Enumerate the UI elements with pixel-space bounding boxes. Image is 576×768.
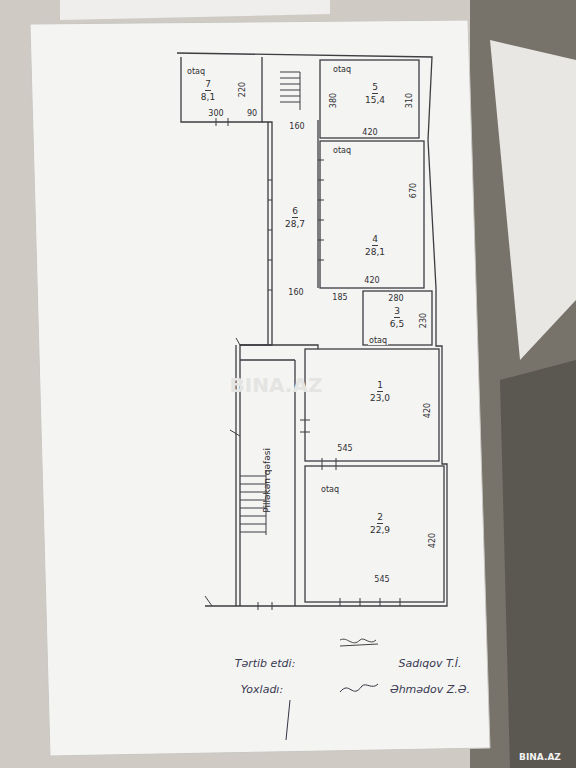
dimension: 185	[331, 293, 348, 302]
signature-label: Yoxladı:	[241, 683, 283, 696]
dimension: 160	[287, 288, 304, 297]
room-5: 515,4	[340, 76, 410, 110]
room-1: 123,0	[340, 374, 420, 408]
room-4: 428,1	[340, 228, 410, 262]
signature-name: Sadıqov T.İ.	[398, 657, 461, 670]
dimension: 90	[246, 109, 258, 118]
room-label: otaq	[320, 485, 340, 494]
room-label: otaq	[368, 336, 388, 345]
room-label: otaq	[332, 65, 352, 74]
room-3: 36,5	[380, 300, 414, 334]
room-number: 3	[394, 305, 400, 318]
room-name: Pilləkən qəfəsi	[261, 448, 273, 513]
room-number: 7	[205, 78, 211, 91]
room-number: 2	[377, 511, 383, 524]
dimension: 420	[363, 276, 380, 285]
staircase: Pilləkən qəfəsi	[242, 420, 292, 540]
dimension: 420	[429, 531, 438, 548]
signature-label: Tərtib etdi:	[235, 657, 296, 670]
watermark: BINA.AZ	[230, 373, 323, 397]
room-label: otaq	[332, 146, 352, 155]
dimension: 545	[336, 444, 353, 453]
room-area: 8,1	[201, 91, 215, 103]
dimension: 230	[420, 311, 429, 328]
room-2: 222,9	[340, 506, 420, 540]
room-label: otaq	[186, 67, 206, 76]
room-area: 23,0	[370, 392, 390, 404]
room-area: 28,1	[365, 246, 385, 258]
room-area: 15,4	[365, 94, 385, 106]
room-number: 5	[372, 81, 378, 94]
room-area: 28,7	[285, 218, 305, 230]
room-area: 6,5	[390, 318, 404, 330]
room-number: 1	[377, 379, 383, 392]
dimension: 220	[239, 80, 248, 97]
room-7: 78,1	[188, 74, 228, 106]
signature-name: Əhmədov Z.Ə.	[390, 683, 470, 696]
corridor-6: 628,7	[274, 200, 316, 234]
dimension: 380	[330, 91, 339, 108]
room-number: 6	[292, 205, 298, 218]
dimension: 310	[406, 91, 415, 108]
watermark: BINA.AZ	[519, 752, 561, 762]
dimension: 280	[387, 294, 404, 303]
dimension: 420	[424, 401, 433, 418]
dimension: 300	[207, 109, 224, 118]
dimension: 160	[288, 122, 305, 131]
dimension: 420	[361, 128, 378, 137]
dimension: 545	[373, 575, 390, 584]
dimension: 670	[410, 181, 419, 198]
room-area: 22,9	[370, 524, 390, 536]
room-number: 4	[372, 233, 378, 246]
